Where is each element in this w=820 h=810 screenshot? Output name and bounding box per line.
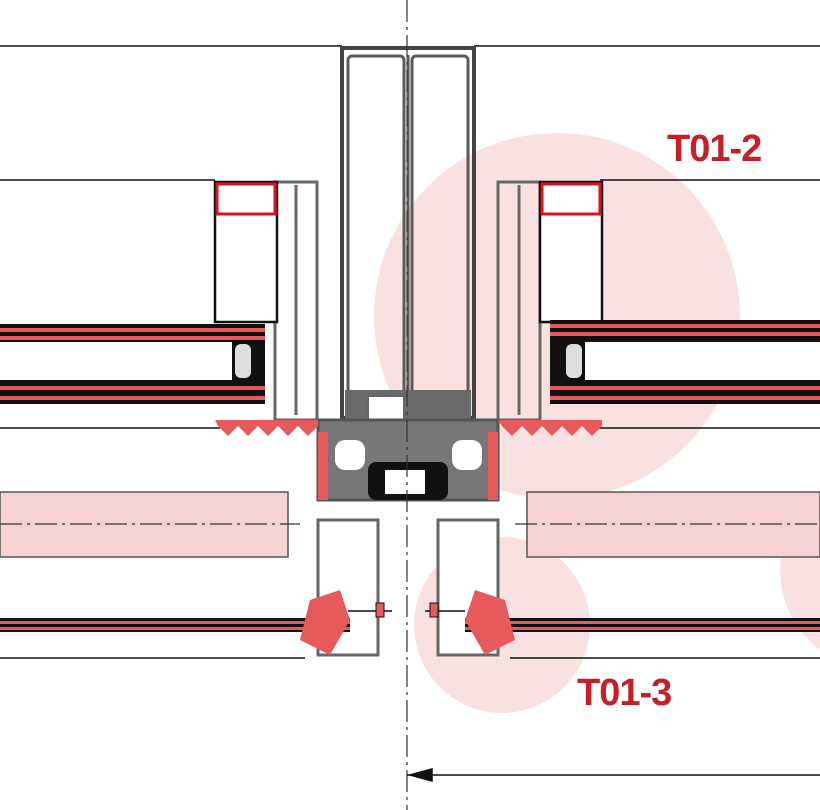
dimension-line [407,768,820,782]
lower-glazing [0,590,820,655]
boundary-lines [0,45,820,659]
callout-label-t01-3: T01-3 [577,672,672,714]
arrow-left-icon [407,768,433,782]
glazing-right [488,180,820,500]
glazing-left [0,180,328,500]
callout-label-t01-2: T01-2 [667,128,762,170]
gasket-left [300,590,350,655]
gasket-right [465,590,515,655]
thermal-break [368,462,448,500]
